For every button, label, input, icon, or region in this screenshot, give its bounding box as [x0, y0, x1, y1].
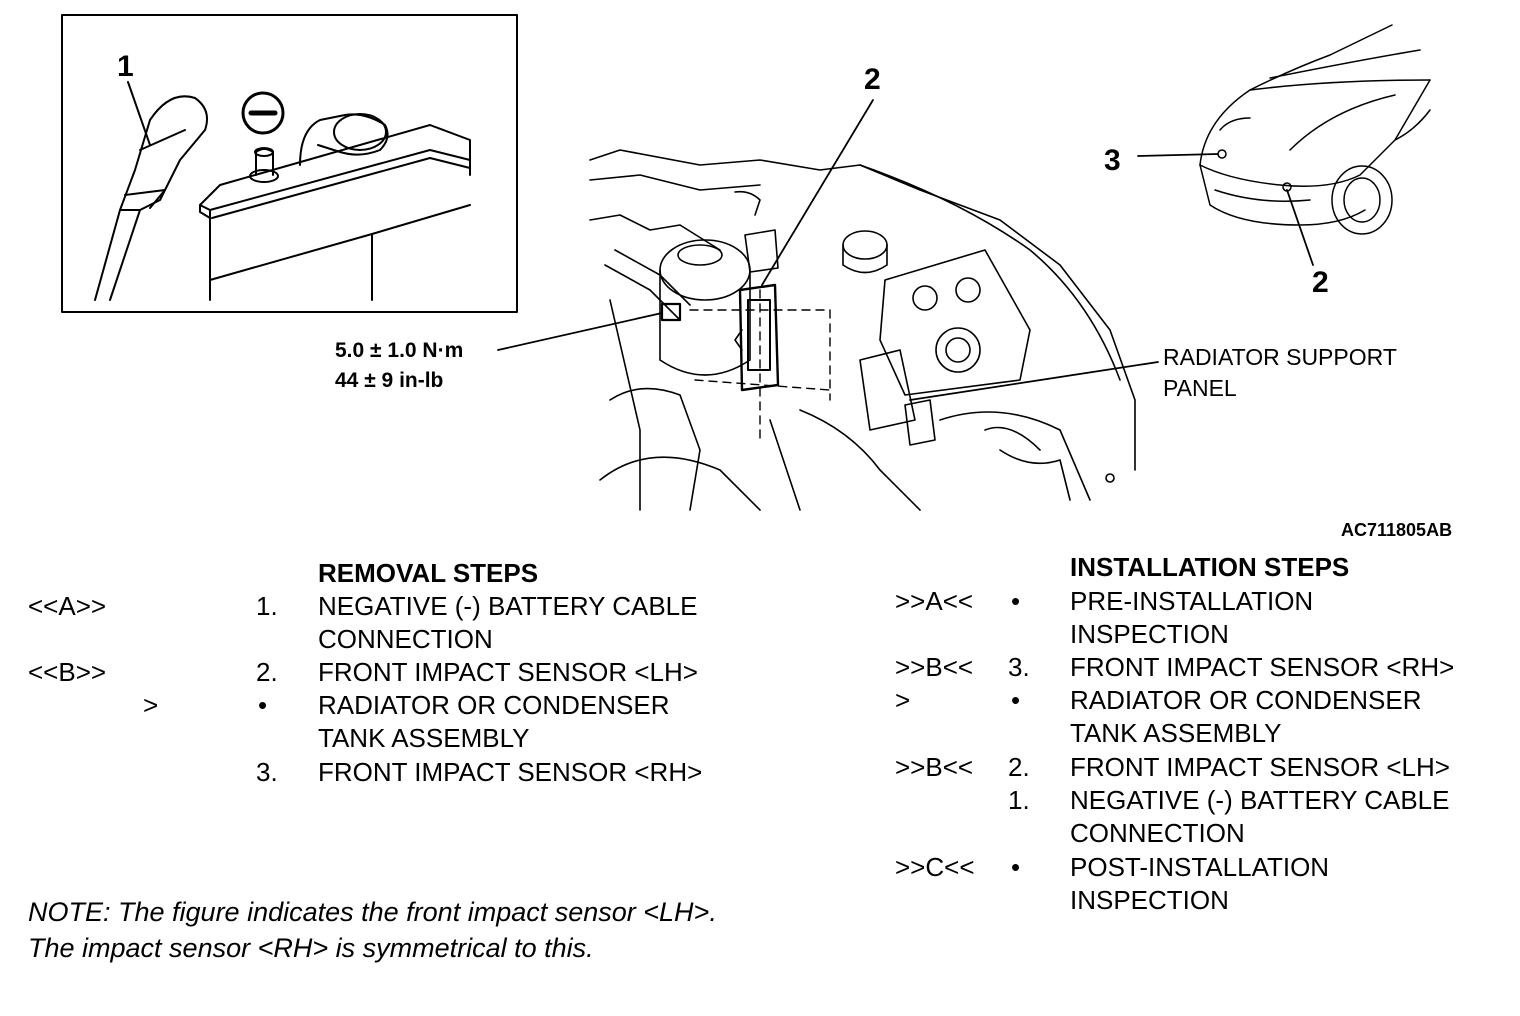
car-overview [1137, 24, 1431, 266]
installation-text: NEGATIVE (-) BATTERY CABLE [1070, 785, 1450, 815]
callout-3-car: 3 [1104, 144, 1121, 177]
figure-code: AC711805AB [1341, 520, 1453, 540]
installation-text: RADIATOR OR CONDENSER [1070, 685, 1422, 715]
callout-1: 1 [117, 50, 134, 83]
installation-text: FRONT IMPACT SENSOR <LH> [1070, 752, 1450, 782]
battery-inset [61, 14, 518, 313]
installation-text: POST-INSTALLATION [1070, 852, 1330, 882]
removal-code: <<A>> [28, 591, 107, 621]
installation-num: 1. [1008, 785, 1030, 815]
radiator-support-label: RADIATOR SUPPORT PANEL [1163, 342, 1397, 404]
removal-num: 2. [256, 657, 278, 687]
removal-code: <<B>> [28, 657, 107, 687]
callout-2-sensor: 2 [864, 63, 881, 96]
installation-text: TANK ASSEMBLY [1070, 718, 1282, 748]
minus-icon [241, 91, 285, 135]
torque-spec: 5.0 ± 1.0 N·m 44 ± 9 in-lb [335, 336, 463, 396]
torque-imperial: 44 ± 9 in-lb [335, 369, 444, 392]
removal-text: FRONT IMPACT SENSOR <LH> [318, 657, 698, 687]
removal-text: TANK ASSEMBLY [318, 723, 530, 753]
callout-2-car: 2 [1312, 266, 1329, 299]
removal-heading: REMOVAL STEPS [318, 558, 539, 588]
installation-code: >>C<< [895, 852, 975, 882]
removal-num: 1. [256, 591, 278, 621]
torque-metric: 5.0 ± 1.0 N·m [335, 339, 464, 362]
removal-num: 3. [256, 757, 278, 787]
installation-text: FRONT IMPACT SENSOR <RH> [1070, 652, 1455, 682]
installation-code: >>A<< [895, 586, 974, 616]
installation-num: • [1011, 852, 1021, 882]
removal-text: FRONT IMPACT SENSOR <RH> [318, 757, 703, 787]
installation-text: CONNECTION [1070, 818, 1245, 848]
note-text: NOTE: The figure indicates the front imp… [28, 897, 717, 963]
removal-num: • [258, 690, 268, 720]
installation-heading: INSTALLATION STEPS [1070, 552, 1350, 582]
radiator-label-line1: RADIATOR SUPPORT [1163, 344, 1397, 370]
installation-code: > [895, 685, 911, 715]
radiator-label-line2: PANEL [1163, 375, 1237, 401]
removal-text: CONNECTION [318, 624, 493, 654]
removal-text: RADIATOR OR CONDENSER [318, 690, 670, 720]
installation-text: PRE-INSTALLATION [1070, 586, 1314, 616]
removal-code: > [143, 690, 159, 720]
installation-num: • [1011, 685, 1021, 715]
installation-code: >>B<< [895, 752, 974, 782]
installation-num: 3. [1008, 652, 1030, 682]
installation-code: >>B<< [895, 652, 974, 682]
installation-text: INSPECTION [1070, 619, 1229, 649]
installation-text: INSPECTION [1070, 885, 1229, 915]
installation-num: • [1011, 586, 1021, 616]
installation-num: 2. [1008, 752, 1030, 782]
engine-compartment [589, 149, 1136, 511]
removal-text: NEGATIVE (-) BATTERY CABLE [318, 591, 698, 621]
